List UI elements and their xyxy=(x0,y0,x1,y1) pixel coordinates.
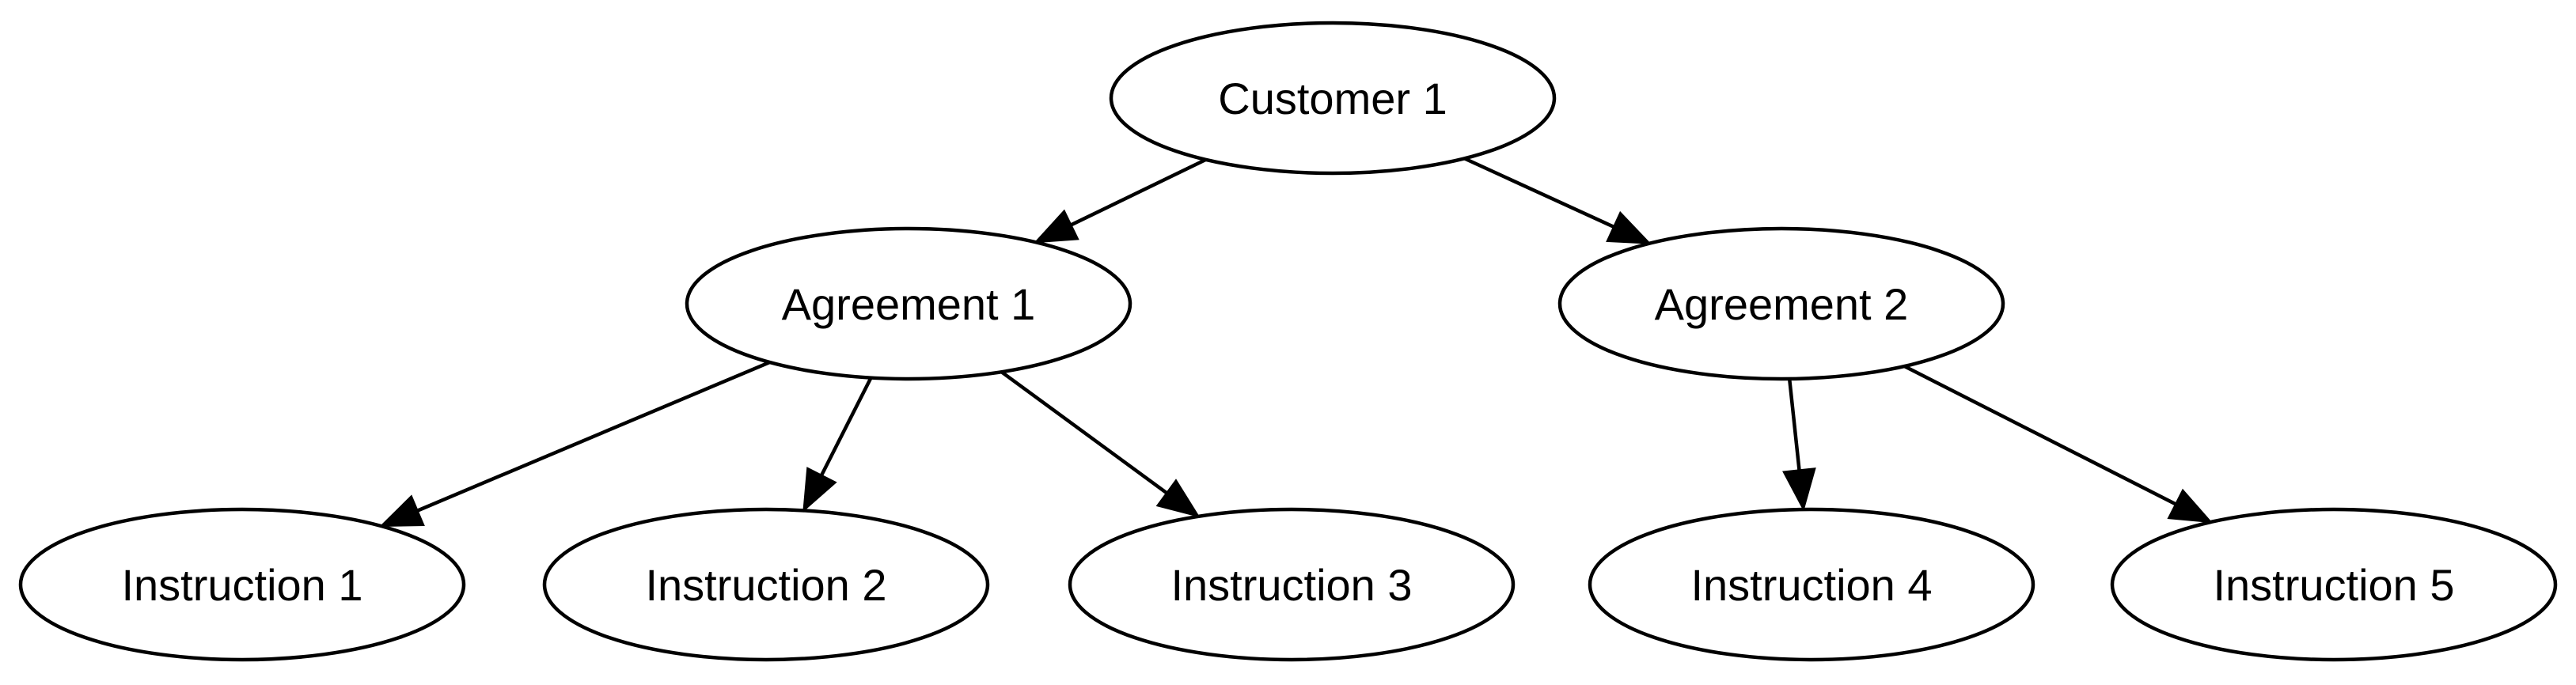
arrowhead-icon xyxy=(2167,488,2214,524)
arrowhead-icon xyxy=(1606,210,1652,244)
edge-agreement-1-to-instruction-2 xyxy=(802,377,873,513)
edge-agreement-1-to-instruction-1 xyxy=(379,360,771,528)
edge-line xyxy=(1000,370,1170,497)
edge-line xyxy=(1067,157,1207,229)
node-customer-1: Customer 1 xyxy=(1109,21,1557,176)
nodes-layer: Customer 1 Agreement 1 Agreement 2 Instruct… xyxy=(18,21,2558,662)
arrowhead-icon xyxy=(802,467,837,513)
edge-agreement-2-to-instruction-4 xyxy=(1782,378,1816,512)
node-ellipse xyxy=(1588,507,2035,662)
node-instruction-2: Instruction 2 xyxy=(542,507,990,662)
node-label: Instruction 1 xyxy=(121,560,362,610)
arrowhead-icon xyxy=(1782,467,1816,512)
edge-line xyxy=(1787,378,1802,474)
node-instruction-3: Instruction 3 xyxy=(1068,507,1516,662)
arrowhead-icon xyxy=(1155,479,1201,518)
edges-layer xyxy=(379,157,2214,528)
node-ellipse xyxy=(542,507,990,662)
node-label: Customer 1 xyxy=(1218,74,1447,123)
arrowhead-icon xyxy=(379,494,425,528)
edge-customer-1-to-agreement-2 xyxy=(1463,157,1652,244)
edge-agreement-2-to-instruction-5 xyxy=(1903,365,2214,524)
node-agreement-1: Agreement 1 xyxy=(685,226,1132,381)
node-label: Agreement 1 xyxy=(782,279,1036,329)
edge-customer-1-to-agreement-1 xyxy=(1034,157,1207,244)
edge-agreement-1-to-instruction-3 xyxy=(1000,370,1201,518)
node-agreement-2: Agreement 2 xyxy=(1557,226,2005,381)
edge-line xyxy=(818,377,873,479)
node-instruction-5: Instruction 5 xyxy=(2110,507,2558,662)
node-label: Instruction 3 xyxy=(1170,560,1412,610)
node-instruction-4: Instruction 4 xyxy=(1588,507,2035,662)
node-ellipse xyxy=(1068,507,1516,662)
node-ellipse xyxy=(685,226,1132,381)
node-ellipse xyxy=(1109,21,1557,176)
node-ellipse xyxy=(18,507,466,662)
node-label: Instruction 4 xyxy=(1690,560,1932,610)
edge-line xyxy=(1463,157,1618,230)
edge-line xyxy=(414,360,771,514)
node-label: Instruction 2 xyxy=(645,560,886,610)
edge-line xyxy=(1903,365,2180,508)
node-ellipse xyxy=(2110,507,2558,662)
node-label: Instruction 5 xyxy=(2213,560,2454,610)
node-ellipse xyxy=(1557,226,2005,381)
node-instruction-1: Instruction 1 xyxy=(18,507,466,662)
node-label: Agreement 2 xyxy=(1655,279,1909,329)
arrowhead-icon xyxy=(1034,209,1079,244)
